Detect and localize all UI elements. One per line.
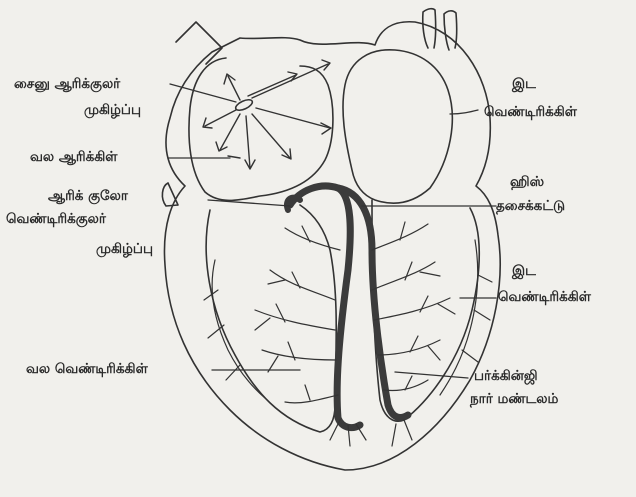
label-left-atrium-1: இட (512, 78, 536, 92)
label-right-atrium: வல ஆரிக்கிள் (30, 151, 118, 165)
label-left-atrium-2: வெண்டிரிக்கிள் (484, 106, 577, 120)
sa-node (234, 98, 254, 113)
right-atrium-wall (189, 58, 333, 200)
label-left-ventricle-2: வெண்டிரிக்கிள் (498, 291, 591, 305)
vessel-tube-2 (444, 11, 457, 50)
right-ventricle-wall (206, 205, 336, 432)
label-right-ventricle: வல வெண்டிரிக்கிள் (26, 363, 148, 377)
label-left-ventricle-1: இட (512, 265, 536, 279)
label-av-node-3: முகிழ்ப்பு (96, 243, 153, 257)
inferior-vessel (162, 183, 178, 206)
bundle-of-his-right (290, 186, 360, 428)
label-sa-node-1: சைனு ஆரிக்குலர் (14, 78, 120, 92)
left-atrium-wall (343, 50, 452, 203)
label-purkinje-2: நார் மண்டலம் (470, 393, 558, 407)
label-av-node-1: ஆரிக் குலோ (48, 190, 128, 204)
label-bundle-his-2: தசைக்கட்டு (496, 200, 565, 214)
superior-vessel (176, 22, 222, 64)
heart-outline (164, 22, 500, 470)
label-sa-node-2: முகிழ்ப்பு (84, 104, 141, 118)
label-purkinje-1: பர்க்கின்ஜி (474, 370, 538, 384)
label-bundle-his-1: ஹிஸ் (510, 176, 544, 190)
label-av-node-2: வெண்டிரிக்குலர் (6, 213, 106, 227)
impulse-arrows (203, 60, 331, 169)
